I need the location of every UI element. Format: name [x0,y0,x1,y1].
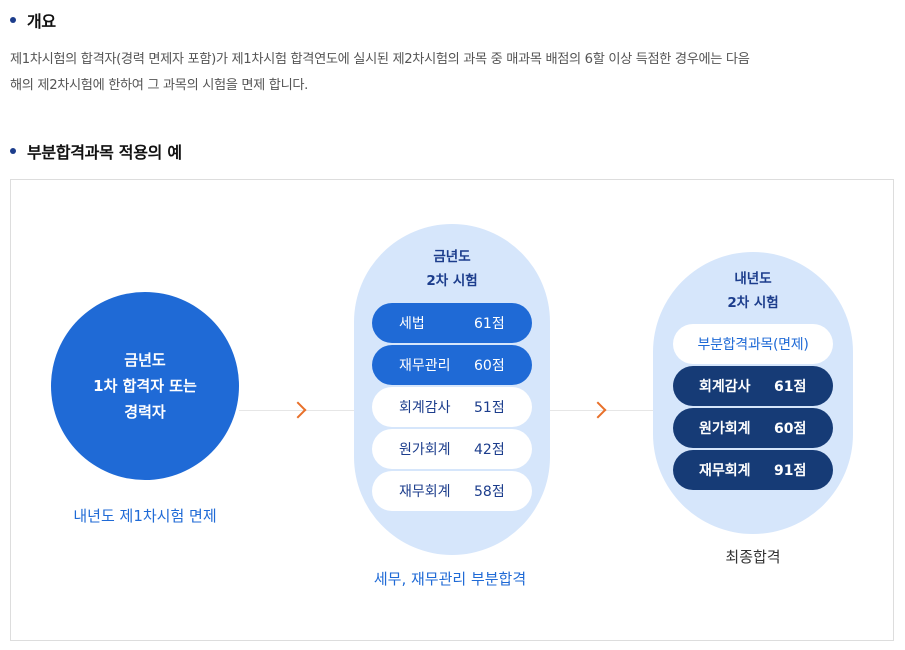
stage1-circle-line: 경력자 [124,403,166,421]
stage2-title-line: 2차 시험 [426,273,478,289]
stage3-title-line: 2차 시험 [727,295,779,311]
connector-line [548,410,656,411]
subject-item: 회계감사 51점 [372,387,532,427]
subject-score: 60점 [774,421,807,437]
stage1-caption: 내년도 제1차시험 면제 [73,507,217,525]
subject-score: 61점 [474,316,505,332]
connector-line [239,410,356,411]
overview-heading: 개요 [10,8,56,32]
stage1-circle-line: 금년도 [124,351,166,369]
subject-score: 42점 [474,442,505,458]
subject-item: 원가회계 60점 [673,408,833,448]
subject-item: 재무관리 60점 [372,345,532,385]
subject-item: 세법 61점 [372,303,532,343]
overview-heading-text: 개요 [27,12,56,31]
subject-score: 61점 [774,379,807,395]
subject-item: 재무회계 58점 [372,471,532,511]
stage1-circle-line: 1차 합격자 또는 [93,377,197,395]
stage2-title: 금년도 2차 시험 [354,245,550,293]
example-heading: 부분합격과목 적용의 예 [10,139,182,163]
description-line: 제1차시험의 합격자(경력 면제자 포함)가 제1차시험 합격연도에 실시된 제… [10,52,750,67]
bullet-icon [10,17,16,23]
stage2-caption: 세무, 재무관리 부분합격 [373,570,527,588]
subject-score: 51점 [474,400,505,416]
subject-score: 60점 [474,358,505,374]
overview-description: 제1차시험의 합격자(경력 면제자 포함)가 제1차시험 합격연도에 실시된 제… [10,47,898,99]
subject-name: 원가회계 [399,442,451,458]
bullet-icon [10,148,16,154]
stage3-title-line: 내년도 [734,271,772,287]
exempt-subjects-label: 부분합격과목(면제) [673,324,833,364]
subject-score: 91점 [774,463,807,479]
subject-name: 원가회계 [699,421,751,437]
subject-name: 재무회계 [399,484,451,500]
subject-item: 회계감사 61점 [673,366,833,406]
subject-name: 회계감사 [399,400,451,416]
subject-score: 58점 [474,484,505,500]
stage3-title: 내년도 2차 시험 [653,267,853,315]
subject-item: 재무회계 91점 [673,450,833,490]
stage3-caption: 최종합격 [725,548,781,566]
subject-name: 회계감사 [699,379,751,395]
subject-name: 재무관리 [399,358,451,374]
stage2-title-line: 금년도 [433,249,471,265]
stage1-circle: 금년도 1차 합격자 또는 경력자 [51,292,239,480]
subject-item: 원가회계 42점 [372,429,532,469]
description-line: 해의 제2차시험에 한하여 그 과목의 시험을 면제 합니다. [10,78,308,93]
subject-name: 세법 [399,316,425,332]
subject-name: 재무회계 [699,463,751,479]
example-heading-text: 부분합격과목 적용의 예 [27,143,182,162]
